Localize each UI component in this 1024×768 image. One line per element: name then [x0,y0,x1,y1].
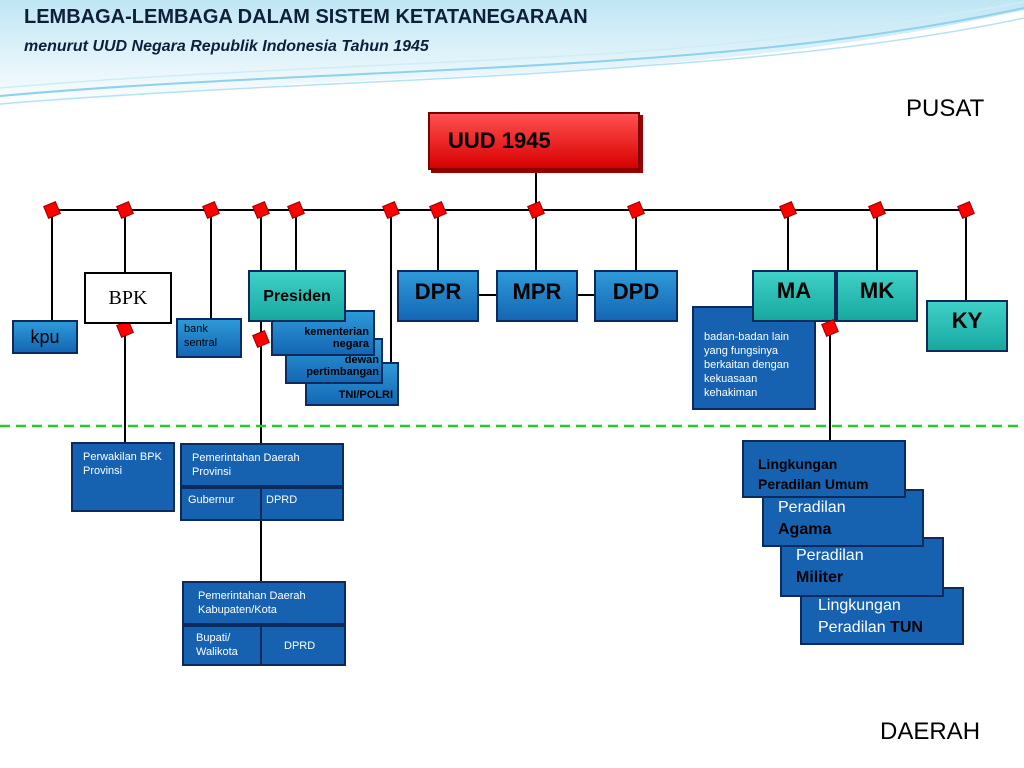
peradilan-tun-line1: Lingkungan [818,597,901,614]
red-star-marker-ma [821,319,839,337]
dprd-provinsi-box: DPRD [260,487,344,521]
gubernur-box: Gubernur [180,487,262,521]
dpr-box: DPR [397,270,479,322]
bpk-box: BPK [84,272,172,324]
uud-1945-box: UUD 1945 [428,112,640,170]
peradilan-agama-box: Peradilan Agama [762,489,924,547]
peradilan-militer-line2: Militer [796,569,844,586]
daerah-label: DAERAH [880,718,981,745]
bank-sentral-box: bank sentral [176,318,242,358]
slide-subtitle: menurut UUD Negara Republik Indonesia Ta… [24,38,429,55]
red-star-marker [527,201,545,219]
ma-box: MA [752,270,836,322]
ky-box: KY [926,300,1008,352]
peradilan-tun-line2: Peradilan TUN [818,617,946,639]
bupati-walikota-box: Bupati/ Walikota [182,625,262,666]
slide-title: LEMBAGA-LEMBAGA DALAM SISTEM KETATANEGAR… [24,6,588,28]
mk-box: MK [836,270,918,322]
pemda-provinsi-box: Pemerintahan Daerah Provinsi [180,443,344,487]
perwakilan-bpk-provinsi-box: Perwakilan BPK Provinsi [71,442,175,512]
red-star-marker [382,201,400,219]
dpd-box: DPD [594,270,678,322]
peradilan-militer-line1: Peradilan [796,547,864,564]
peradilan-agama-line2: Agama [778,521,832,538]
dprd-kabkota-box: DPRD [260,625,346,666]
red-star-marker [957,201,975,219]
header-wave-decoration [0,0,1024,110]
peradilan-umum-line2: Peradilan Umum [758,476,869,492]
red-star-marker [43,201,61,219]
mpr-box: MPR [496,270,578,322]
red-star-marker [252,330,270,348]
peradilan-agama-line1: Peradilan [778,499,846,516]
pemda-kabkota-box: Pemerintahan Daerah Kabupaten/Kota [182,581,346,625]
red-star-marker [779,201,797,219]
red-star-marker [429,201,447,219]
pusat-label: PUSAT [906,95,985,122]
red-star-marker [627,201,645,219]
presiden-box: Presiden [248,270,346,322]
peradilan-tun-bold: TUN [890,619,923,636]
red-star-marker [202,201,220,219]
red-star-marker [868,201,886,219]
red-star-marker [116,201,134,219]
badan-badan-lain-box: badan-badan lain yang fungsinya berkaita… [692,306,816,410]
peradilan-umum-line1: Lingkungan [758,456,838,472]
kpu-box: kpu [12,320,78,354]
peradilan-tun-text: Peradilan [818,619,891,636]
red-star-marker [287,201,305,219]
peradilan-umum-box: Lingkungan Peradilan Umum [742,440,906,498]
red-star-marker [252,201,270,219]
